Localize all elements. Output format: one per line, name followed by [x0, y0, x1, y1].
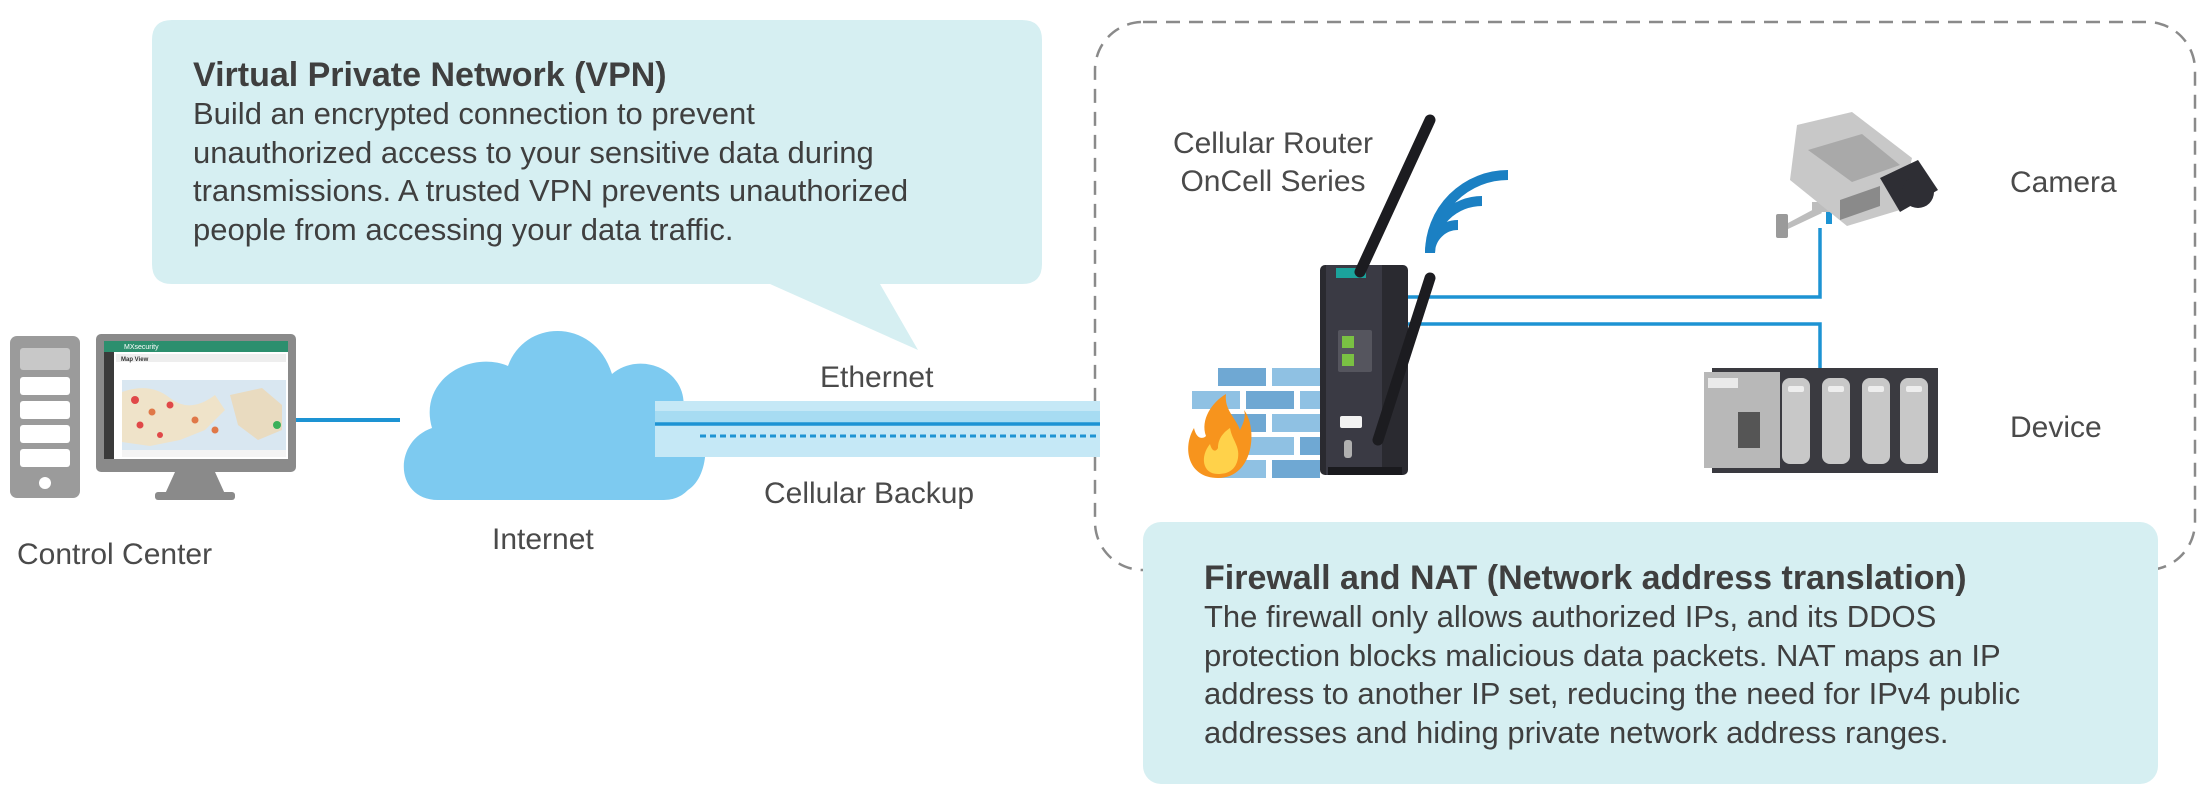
vpn-callout-line: unauthorized access to your sensitive da… [193, 134, 874, 170]
router-label-line: Cellular Router [1172, 127, 1374, 160]
device-label: Device [2010, 411, 2102, 444]
firewall-callout-title: Firewall and NAT (Network address transl… [1204, 559, 1967, 597]
flame-icon [1188, 394, 1252, 478]
pc-tower-icon [10, 336, 80, 498]
vpn-callout: Virtual Private Network (VPN) Build an e… [193, 55, 1013, 249]
device-icon [1704, 368, 1938, 473]
firewall-callout-line: protection blocks malicious data packets… [1204, 637, 2001, 673]
camera-label: Camera [2010, 166, 2117, 199]
monitor-icon [96, 334, 296, 500]
firewall-callout-line: addresses and hiding private network add… [1204, 714, 1949, 750]
firewall-callout-line: The firewall only allows authorized IPs,… [1204, 599, 1937, 634]
cellular-backup-label: Cellular Backup [764, 477, 975, 510]
camera-icon [1776, 112, 1938, 238]
wifi-signal-icon [1425, 170, 1509, 254]
ethernet-label: Ethernet [820, 361, 934, 394]
firewall-callout: Firewall and NAT (Network address transl… [1204, 558, 2124, 752]
internet-cloud-icon [403, 330, 706, 500]
vpn-callout-line: people from accessing your data traffic. [193, 211, 734, 247]
vpn-callout-line: transmissions. A trusted VPN prevents un… [193, 173, 909, 208]
wan-link-band [655, 401, 1100, 457]
router-label-line: OnCell Series [1180, 165, 1366, 198]
vpn-callout-bubble [152, 20, 1042, 350]
cellular-router-label: Cellular Router OnCell Series [1158, 125, 1388, 201]
vpn-callout-line: Build an encrypted connection to prevent [193, 96, 755, 131]
screen-app-name: MXsecurity [124, 344, 159, 351]
router-zone-boundary [1093, 20, 2197, 572]
internet-label: Internet [492, 523, 594, 556]
screen-view-title: Map View [121, 357, 149, 363]
firewall-callout-box [1143, 522, 2158, 784]
device-link [1405, 322, 1822, 368]
firewall-callout-line: address to another IP set, reducing the … [1204, 676, 2021, 711]
cellular-router-icon [1320, 114, 1436, 475]
camera-link [1405, 228, 1822, 299]
vpn-callout-title: Virtual Private Network (VPN) [193, 56, 667, 94]
control-center-label: Control Center [17, 538, 213, 571]
firewall-wall-icon [1192, 368, 1328, 478]
